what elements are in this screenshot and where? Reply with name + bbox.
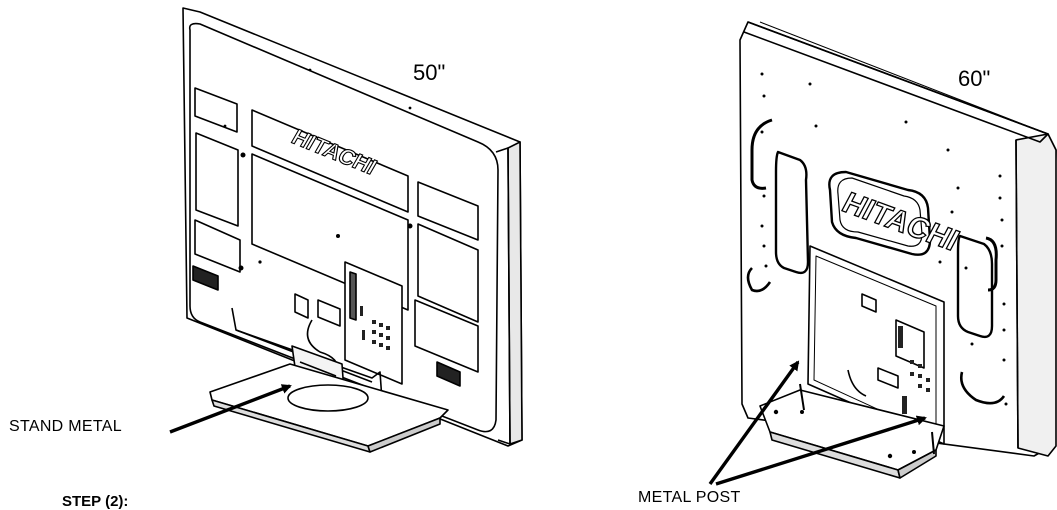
step-heading: STEP (2): — [62, 493, 129, 510]
label-stand-metal: STAND METAL — [9, 418, 122, 435]
arrow-metal-post-left — [708, 360, 800, 485]
label-metal-post: METAL POST — [638, 489, 741, 506]
arrow-stand-metal — [169, 384, 292, 434]
tv-60-rear-view — [739, 21, 1057, 479]
label-size-50: 50" — [413, 60, 446, 85]
arrow-metal-post-right — [715, 415, 927, 486]
label-size-60: 60" — [958, 66, 991, 91]
tv-50-rear-view — [182, 7, 523, 453]
callout-arrows — [169, 360, 927, 486]
